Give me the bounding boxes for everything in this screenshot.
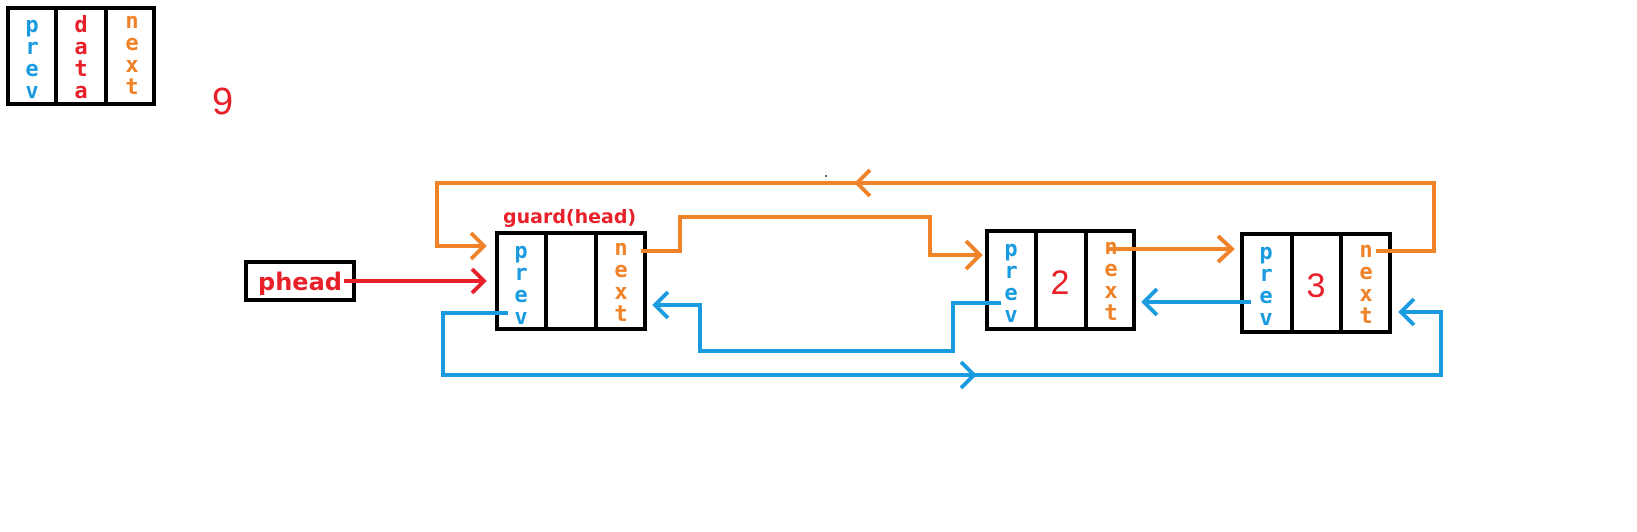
next-arrow-node3-to-guard xyxy=(435,168,1436,261)
node-2-data: 2 xyxy=(1051,264,1070,302)
phead-arrow xyxy=(344,267,487,295)
stray-dot xyxy=(825,175,827,177)
node-3-data: 3 xyxy=(1307,267,1326,305)
phead-pointer-box: phead xyxy=(244,260,356,302)
prev-arrow-node2-to-guard xyxy=(652,290,1001,353)
next-arrow-node2-to-node3 xyxy=(1107,234,1235,264)
guard-label: guard(head) xyxy=(503,206,636,228)
note-number: 9 xyxy=(212,81,233,123)
next-arrow-guard-to-node2 xyxy=(641,215,983,271)
prev-arrow-guard-to-node3 xyxy=(441,297,1443,390)
prev-arrow-node3-to-node2 xyxy=(1141,287,1251,317)
phead-label: phead xyxy=(258,268,342,296)
